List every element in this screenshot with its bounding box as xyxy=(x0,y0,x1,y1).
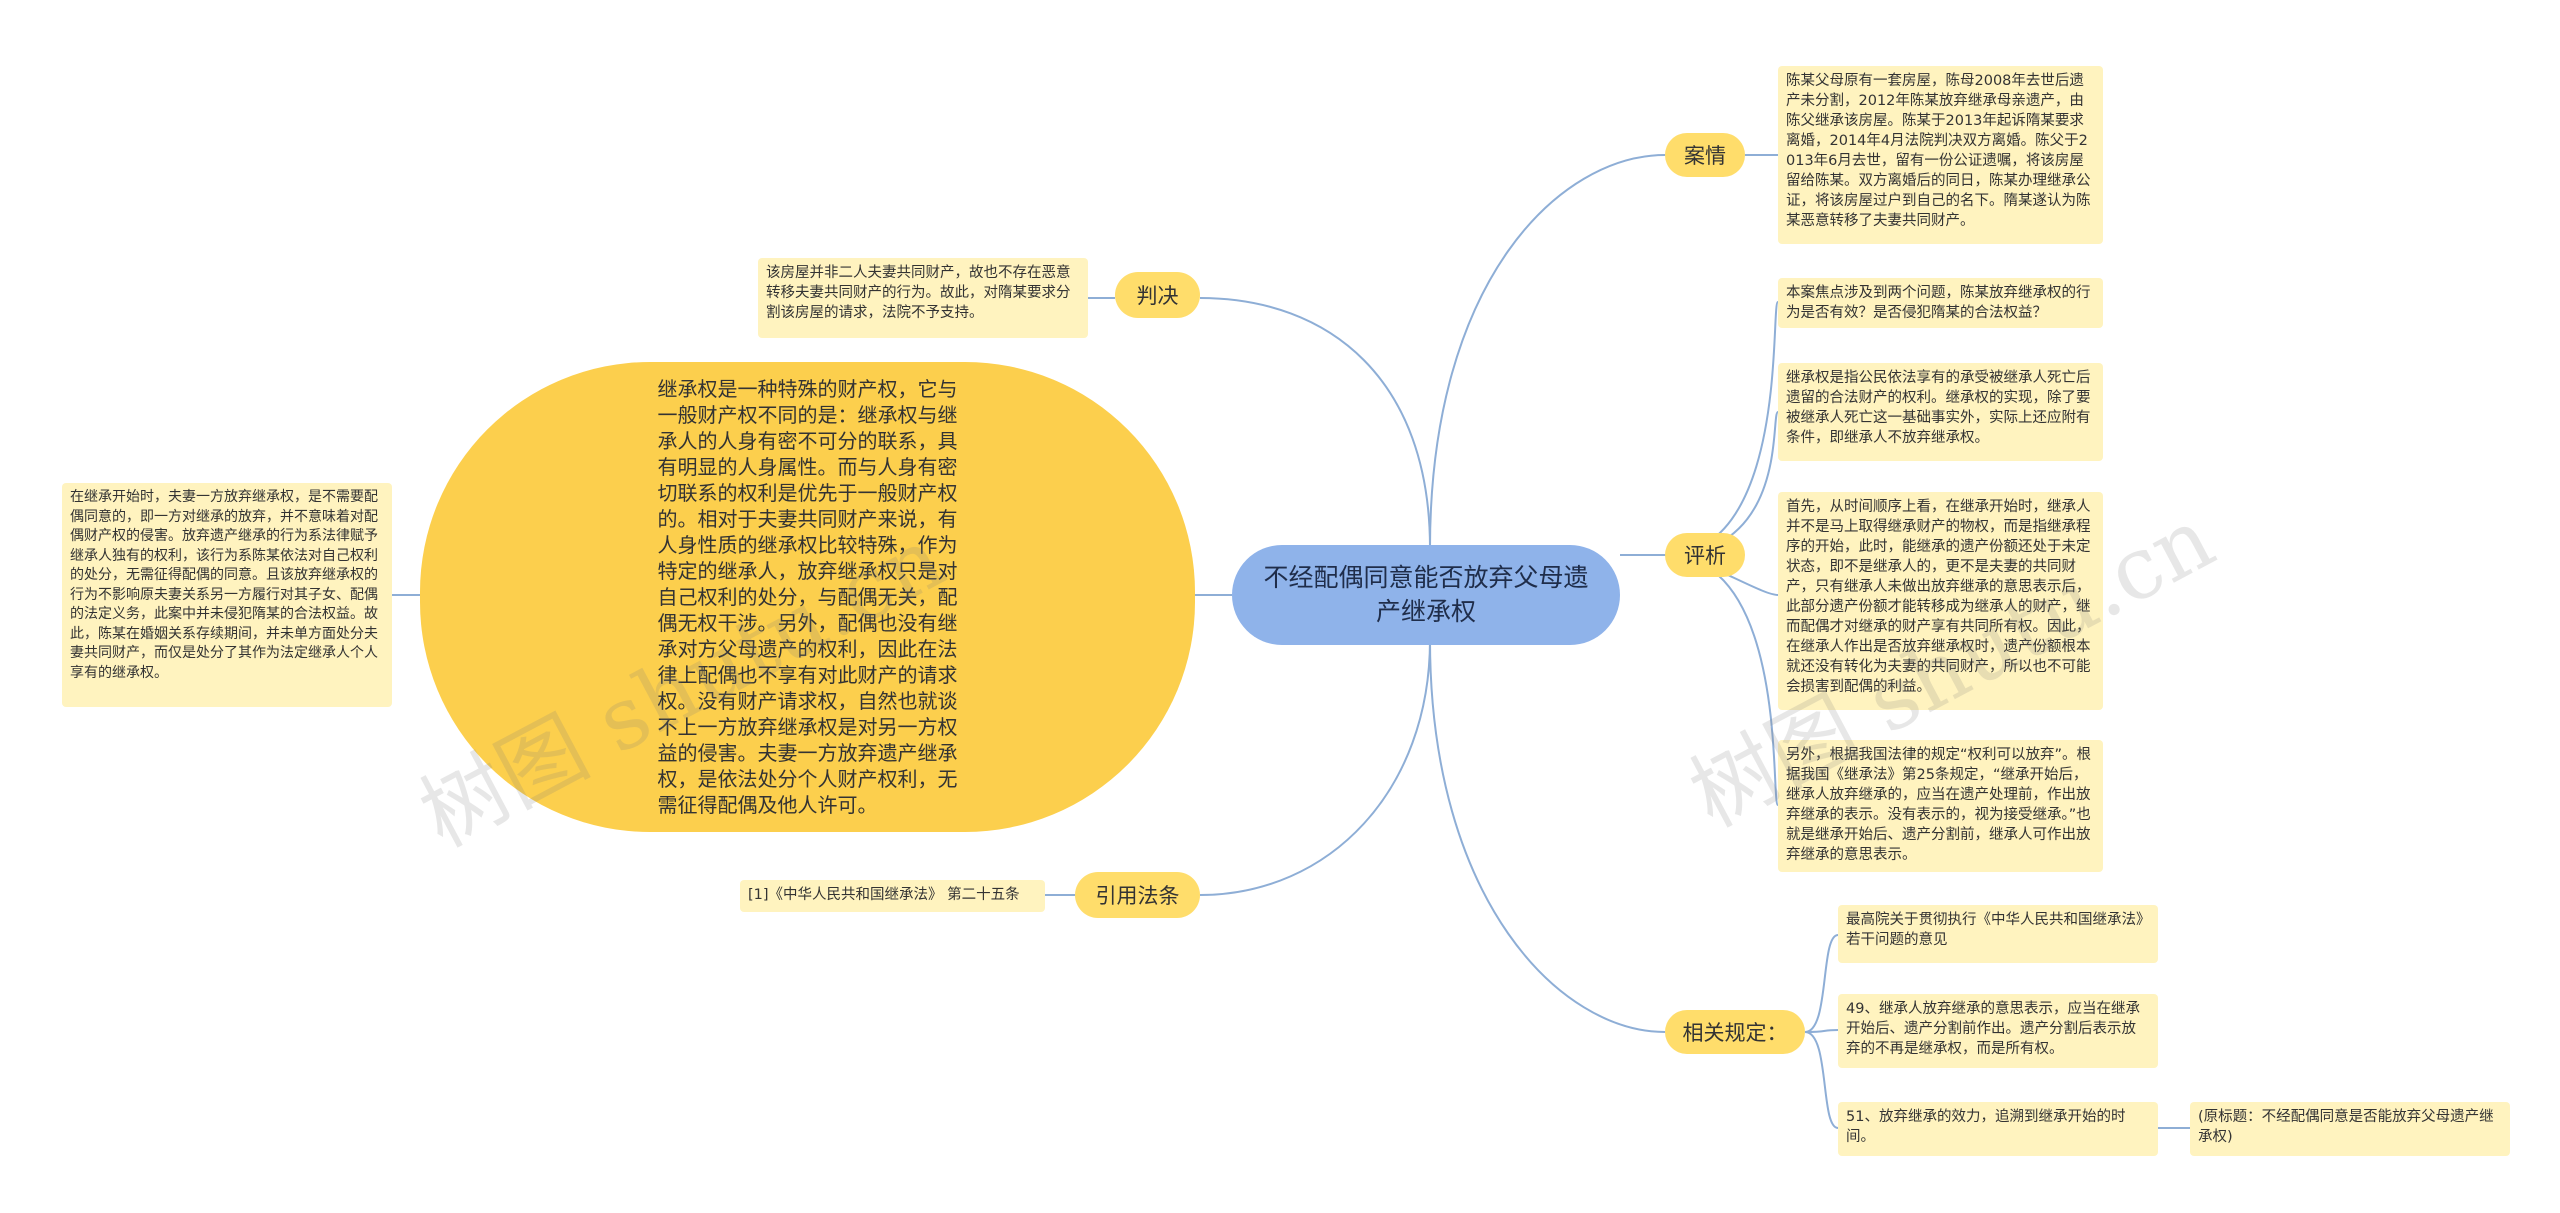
review-point-2-text: 继承权是指公民依法享有的承受被继承人死亡后遗留的合法财产的权利。继承权的实现，除… xyxy=(1786,370,2091,446)
judgment-detail-text: 该房屋并非二人夫妻共同财产，故也不存在恶意转移夫妻共同财产的行为。故此，对隋某要… xyxy=(766,265,1071,321)
root-topic[interactable]: 不经配偶同意能否放弃父母遗产继承权 xyxy=(1232,545,1620,645)
review-point-1: 本案焦点涉及到两个问题，陈某放弃继承权的行为是否有效？是否侵犯隋某的合法权益？ xyxy=(1778,278,2103,328)
rules-item-1: 最高院关于贯彻执行《中华人民共和国继承法》若干问题的意见 xyxy=(1838,905,2158,963)
branch-review[interactable]: 评析 xyxy=(1665,533,1745,577)
review-point-1-text: 本案焦点涉及到两个问题，陈某放弃继承权的行为是否有效？是否侵犯隋某的合法权益？ xyxy=(1786,285,2091,321)
judgment-detail: 该房屋并非二人夫妻共同财产，故也不存在恶意转移夫妻共同财产的行为。故此，对隋某要… xyxy=(758,258,1088,338)
edge-root-judgment xyxy=(1199,297,1431,549)
edge-rules-3 xyxy=(1804,1031,1839,1129)
branch-rules[interactable]: 相关规定： xyxy=(1665,1010,1805,1054)
analysis-oval-text: 继承权是一种特殊的财产权，它与一般财产权不同的是：继承权与继承人的人身有密不可分… xyxy=(657,377,958,817)
rules-item-3: 51、放弃继承的效力，追溯到继承开始的时间。 xyxy=(1838,1102,2158,1156)
branch-case-label: 案情 xyxy=(1684,144,1726,168)
branch-review-label: 评析 xyxy=(1684,544,1726,568)
rules-item-3-text: 51、放弃继承的效力，追溯到继承开始的时间。 xyxy=(1846,1109,2126,1145)
branch-case[interactable]: 案情 xyxy=(1665,133,1745,177)
branch-judgment[interactable]: 判决 xyxy=(1115,272,1200,318)
edge-rules-2 xyxy=(1804,1029,1839,1033)
review-point-4: 另外，根据我国法律的规定“权利可以放弃”。根据我国《继承法》第25条规定，“继承… xyxy=(1778,740,2103,872)
rules-item-1-text: 最高院关于贯彻执行《中华人民共和国继承法》若干问题的意见 xyxy=(1846,912,2144,948)
branch-judgment-label: 判决 xyxy=(1136,284,1179,308)
review-point-4-text: 另外，根据我国法律的规定“权利可以放弃”。根据我国《继承法》第25条规定，“继承… xyxy=(1786,747,2092,863)
root-label: 不经配偶同意能否放弃父母遗产继承权 xyxy=(1263,563,1589,626)
left-detail: 在继承开始时，夫妻一方放弃继承权，是不需要配偶同意的，即一方对继承的放弃，并不意… xyxy=(62,483,392,707)
edge-root-case xyxy=(1429,154,1666,549)
law-detail-text: [1]《中华人民共和国继承法》 第二十五条 xyxy=(748,887,1020,903)
edge-root-rules xyxy=(1429,639,1666,1033)
review-point-3: 首先，从时间顺序上看，在继承开始时，继承人并不是马上取得继承财产的物权，而是指继… xyxy=(1778,492,2103,710)
review-point-3-text: 首先，从时间顺序上看，在继承开始时，继承人并不是马上取得继承财产的物权，而是指继… xyxy=(1786,499,2091,695)
edge-rules-1 xyxy=(1804,934,1839,1033)
law-detail: [1]《中华人民共和国继承法》 第二十五条 xyxy=(740,880,1045,912)
case-detail-text: 陈某父母原有一套房屋，陈母2008年去世后遗产未分割，2012年陈某放弃继承母亲… xyxy=(1786,73,2091,229)
rules-item-2: 49、继承人放弃继承的意思表示，应当在继承开始后、遗产分割前作出。遗产分割后表示… xyxy=(1838,994,2158,1068)
left-detail-text: 在继承开始时，夫妻一方放弃继承权，是不需要配偶同意的，即一方对继承的放弃，并不意… xyxy=(70,489,378,681)
branch-rules-label: 相关规定： xyxy=(1682,1021,1788,1045)
review-point-2: 继承权是指公民依法享有的承受被继承人死亡后遗留的合法财产的权利。继承权的实现，除… xyxy=(1778,363,2103,461)
branch-law-label: 引用法条 xyxy=(1095,884,1180,908)
analysis-oval[interactable]: 继承权是一种特殊的财产权，它与一般财产权不同的是：继承权与继承人的人身有密不可分… xyxy=(420,362,1195,832)
edge-review-1 xyxy=(1664,301,1779,556)
rules-item-3-note-text: (原标题：不经配偶同意是否能放弃父母遗产继承权) xyxy=(2198,1109,2494,1145)
rules-item-3-note: (原标题：不经配偶同意是否能放弃父母遗产继承权) xyxy=(2190,1102,2510,1156)
rules-item-2-text: 49、继承人放弃继承的意思表示，应当在继承开始后、遗产分割前作出。遗产分割后表示… xyxy=(1846,1001,2140,1057)
edge-root-law xyxy=(1199,639,1431,896)
case-detail: 陈某父母原有一套房屋，陈母2008年去世后遗产未分割，2012年陈某放弃继承母亲… xyxy=(1778,66,2103,244)
edge-review-4 xyxy=(1664,554,1779,806)
branch-law[interactable]: 引用法条 xyxy=(1075,872,1200,918)
